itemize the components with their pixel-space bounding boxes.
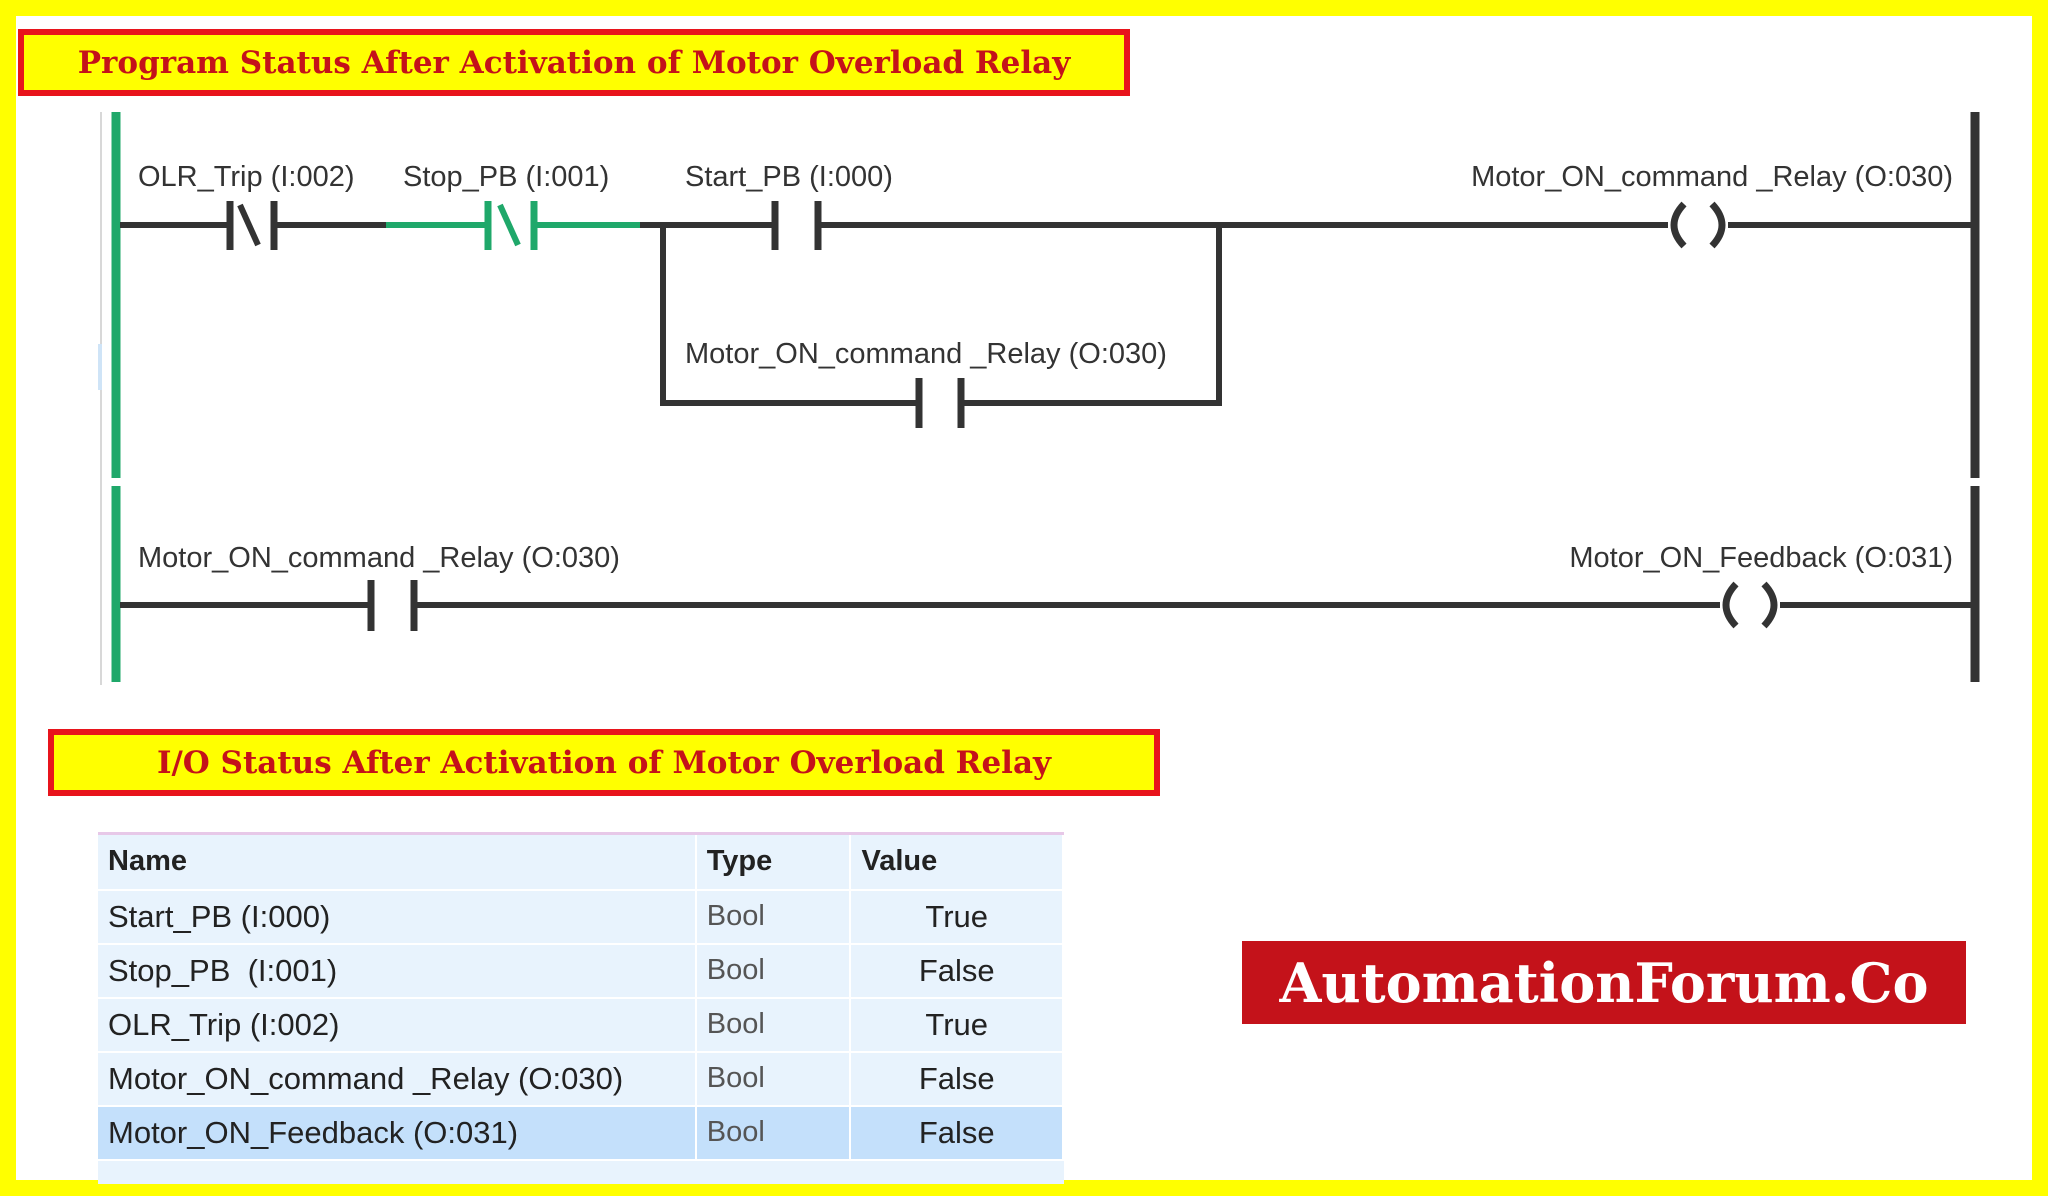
rung1-coil-label: Motor_ON_command _Relay (O:030) [1471, 161, 1953, 193]
cell-name: Motor_ON_Feedback (O:031) [98, 1105, 697, 1161]
io-status-table: Name Type Value Start_PB (I:000) Bool Tr… [98, 832, 1064, 1184]
ladder-diagram: OLR_Trip (I:002) Stop_PB (I:001) Start_P… [98, 112, 1980, 685]
rung-1: OLR_Trip (I:002) Stop_PB (I:001) Start_P… [120, 161, 1971, 428]
column-header-value[interactable]: Value [850, 833, 1064, 891]
table-header-row: Name Type Value [98, 833, 1064, 891]
table-row-selected[interactable]: Motor_ON_Feedback (O:031) Bool False [98, 1105, 1064, 1161]
rung-2: Motor_ON_command _Relay (O:030) Motor_ON… [120, 542, 1971, 631]
latch-branch-wire-left [660, 225, 917, 406]
latch-branch-wire-right [963, 225, 1222, 406]
table-row[interactable]: Start_PB (I:000) Bool True [98, 889, 1064, 945]
olr-trip-nc-slash [237, 203, 261, 247]
feedback-coil-left-arc [1722, 581, 1739, 629]
cell-value: True [850, 997, 1064, 1053]
table-row[interactable]: Motor_ON_command _Relay (O:030) Bool Fal… [98, 1051, 1064, 1107]
olr-trip-label: OLR_Trip (I:002) [138, 161, 355, 193]
column-header-type[interactable]: Type [695, 833, 852, 891]
automationforum-logo: AutomationForum.Co [1242, 941, 1966, 1024]
program-status-banner: Program Status After Activation of Motor… [18, 29, 1130, 96]
coil-right-arc [1709, 201, 1726, 249]
rung2-coil-label: Motor_ON_Feedback (O:031) [1569, 542, 1953, 574]
rung2-contact-label: Motor_ON_command _Relay (O:030) [138, 542, 620, 574]
program-status-title: Program Status After Activation of Motor… [77, 44, 1071, 81]
table-row[interactable]: Stop_PB (I:001) Bool False [98, 943, 1064, 999]
cell-value: False [850, 1105, 1064, 1161]
cell-name: Start_PB (I:000) [98, 889, 697, 945]
io-status-title: I/O Status After Activation of Motor Ove… [156, 744, 1052, 781]
cell-value: False [850, 943, 1064, 999]
io-status-banner: I/O Status After Activation of Motor Ove… [48, 729, 1160, 796]
table-footer-row [98, 1160, 1063, 1184]
cell-type: Bool [695, 1105, 852, 1161]
coil-left-arc [1670, 201, 1687, 249]
cell-value: False [850, 1051, 1064, 1107]
stop-pb-nc-slash [497, 203, 521, 247]
cell-type: Bool [695, 1051, 852, 1107]
stop-pb-label: Stop_PB (I:001) [403, 161, 609, 193]
feedback-coil-right-arc [1761, 581, 1778, 629]
cell-type: Bool [695, 943, 852, 999]
cell-type: Bool [695, 997, 852, 1053]
table-row[interactable]: OLR_Trip (I:002) Bool True [98, 997, 1064, 1053]
cell-name: Motor_ON_command _Relay (O:030) [98, 1051, 697, 1107]
logo-text: AutomationForum.Co [1279, 950, 1929, 1015]
latch-contact-label: Motor_ON_command _Relay (O:030) [685, 338, 1167, 370]
cell-name: Stop_PB (I:001) [98, 943, 697, 999]
column-header-name[interactable]: Name [98, 833, 697, 891]
cell-value: True [850, 889, 1064, 945]
left-guide-marker [98, 344, 102, 390]
start-pb-label: Start_PB (I:000) [685, 161, 893, 193]
cell-type: Bool [695, 889, 852, 945]
cell-name: OLR_Trip (I:002) [98, 997, 697, 1053]
